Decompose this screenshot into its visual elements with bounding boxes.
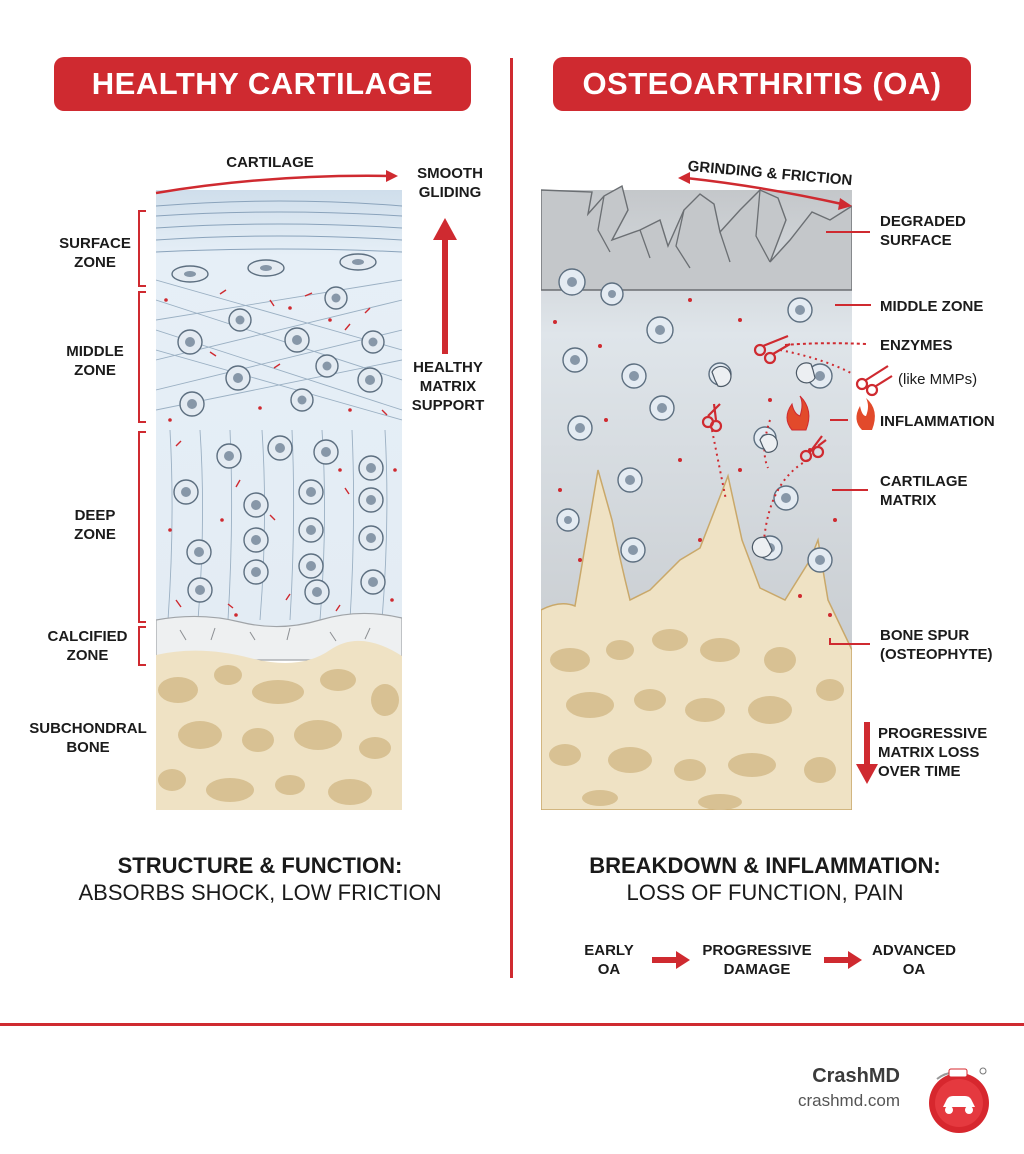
enzymes-label: ENZYMES <box>880 337 953 354</box>
oa-caption-title: BREAKDOWN & INFLAMMATION: <box>589 853 941 878</box>
stage-arrow-icon <box>824 951 862 969</box>
middle-zone-label: MIDDLE ZONE <box>66 343 124 379</box>
crashmd-logo-icon <box>929 1067 989 1133</box>
stage-progressive-damage: PROGRESSIVE DAMAGE <box>702 942 812 978</box>
progressive-loss-label: PROGRESSIVE MATRIX LOSS OVER TIME <box>878 725 988 780</box>
healthy-cartilage-banner: HEALTHY CARTILAGE <box>54 57 471 111</box>
scissors-icon <box>701 403 723 433</box>
bone-spur-label: BONE SPUR (OSTEOPHYTE) <box>880 627 993 663</box>
flame-icon <box>856 398 875 430</box>
brand-url: crashmd.com <box>797 1091 900 1110</box>
cartilage-matrix-label: CARTILAGE MATRIX <box>880 473 968 509</box>
deep-zone-label: DEEP ZONE <box>74 507 116 543</box>
inflammation-label: INFLAMMATION <box>880 413 995 430</box>
subchondral-bone-label: SUBCHONDRAL BONE <box>29 720 147 756</box>
middle-zone-oa-label: MIDDLE ZONE <box>880 298 984 315</box>
oa-caption-sub: LOSS OF FUNCTION, PAIN <box>626 880 904 905</box>
healthy-caption-title: STRUCTURE & FUNCTION: <box>117 853 403 878</box>
degraded-surface <box>541 184 852 291</box>
smooth-gliding-label: SMOOTH GLIDING <box>417 165 483 201</box>
brand-name: CrashMD <box>812 1065 900 1087</box>
scissors-icon <box>799 435 827 463</box>
flame-icon <box>786 395 810 431</box>
healthy-matrix-support-label: HEALTHY MATRIX SUPPORT <box>411 359 485 414</box>
mmps-label: (like MMPs) <box>898 371 978 388</box>
degraded-surface-label: DEGRADED SURFACE <box>880 213 966 249</box>
stage-early-oa: EARLY OA <box>584 942 634 978</box>
healthy-cartilage-illustration <box>138 170 457 810</box>
stage-advanced-oa: ADVANCED OA <box>872 942 956 978</box>
osteoarthritis-banner: OSTEOARTHRITIS (OA) <box>553 57 971 111</box>
center-divider <box>510 58 513 978</box>
cartilage-label: CARTILAGE <box>226 154 314 171</box>
surface-zone-label: SURFACE ZONE <box>59 235 131 271</box>
stage-arrow-icon <box>652 951 690 969</box>
osteoarthritis-illustration <box>541 172 893 810</box>
scissors-icon <box>855 365 893 397</box>
calcified-zone-label: CALCIFIED ZONE <box>47 628 128 664</box>
bone-spurs <box>541 469 852 810</box>
healthy-caption-sub: ABSORBS SHOCK, LOW FRICTION <box>78 880 442 905</box>
footer-rule <box>0 1023 1024 1026</box>
